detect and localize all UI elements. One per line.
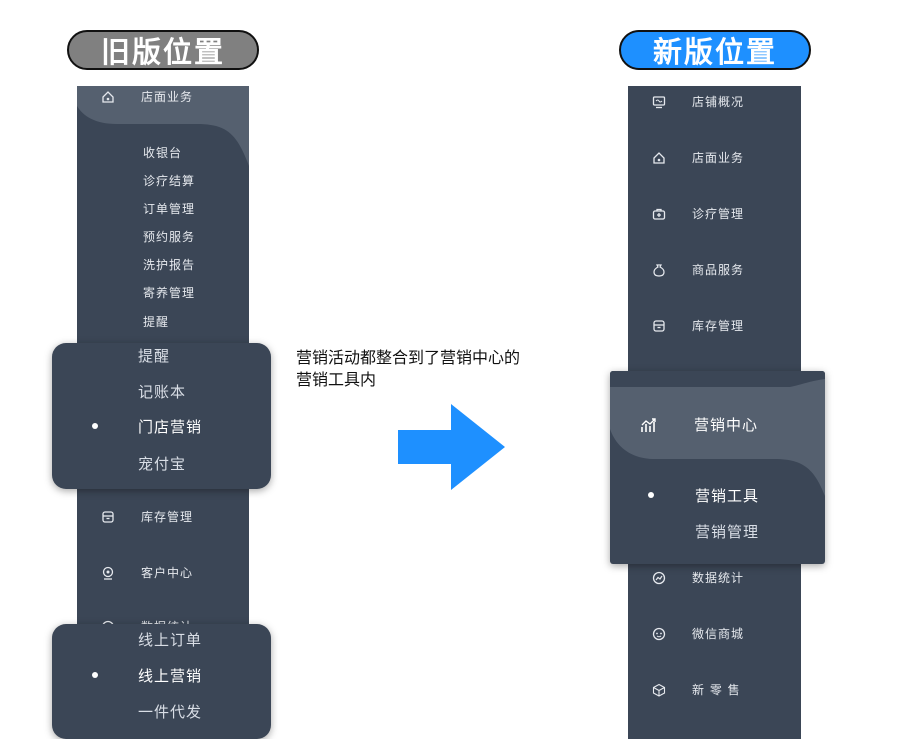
old-sidebar-item-customers[interactable]: 客户中心 <box>101 564 193 581</box>
bag-icon <box>652 263 666 277</box>
popup-item-account-book[interactable]: 记账本 <box>138 383 187 401</box>
active-dot <box>648 492 654 498</box>
old-popup-online-menu: 线上订单 线上营销 一件代发 <box>52 624 271 739</box>
chart-icon <box>652 571 666 585</box>
box-icon <box>101 510 115 524</box>
new-sidebar-item-inventory[interactable]: 库存管理 <box>652 317 744 334</box>
new-sidebar-item-store-label: 店面业务 <box>692 151 745 165</box>
old-subitem-cashier[interactable]: 收银台 <box>143 146 183 160</box>
old-popup-store-menu: 提醒 记账本 门店营销 宠付宝 <box>52 343 271 489</box>
popup-item-online-marketing[interactable]: 线上营销 <box>138 667 203 685</box>
new-sidebar-item-marketing-center-label: 营销中心 <box>694 416 759 434</box>
cube-icon <box>652 683 666 697</box>
old-subitem-appointments[interactable]: 预约服务 <box>143 230 196 244</box>
new-sidebar-item-new-retail-label: 新 零 售 <box>692 683 741 697</box>
old-subitem-grooming-report[interactable]: 洗护报告 <box>143 258 196 272</box>
new-sidebar-item-treatment[interactable]: 诊疗管理 <box>652 205 744 222</box>
subitem-marketing-tools[interactable]: 营销工具 <box>695 487 760 505</box>
arrow-right-icon <box>398 404 505 490</box>
new-version-label-text: 新版位置 <box>652 35 777 69</box>
medical-kit-icon <box>652 207 666 221</box>
new-sidebar-item-statistics-label: 数据统计 <box>692 571 745 585</box>
house-icon <box>101 90 115 104</box>
monitor-icon <box>652 95 666 109</box>
new-sidebar-item-overview[interactable]: 店铺概况 <box>652 93 744 110</box>
new-sidebar-item-statistics[interactable]: 数据统计 <box>652 569 744 586</box>
popup-item-pet-pay[interactable]: 宠付宝 <box>138 455 187 473</box>
description-text: 营销活动都整合到了营销中心的 营销工具内 <box>296 347 520 391</box>
old-sidebar-item-store[interactable]: 店面业务 <box>101 88 193 105</box>
trend-chart-icon <box>640 416 658 434</box>
old-subitem-reminder[interactable]: 提醒 <box>143 315 170 329</box>
new-sidebar-item-wechat-mall-label: 微信商城 <box>692 627 745 641</box>
old-sidebar-item-inventory-label: 库存管理 <box>141 510 194 524</box>
old-sidebar-item-customers-label: 客户中心 <box>141 566 194 580</box>
description-line-2: 营销工具内 <box>296 370 377 389</box>
house-icon <box>652 151 666 165</box>
popup-item-online-orders[interactable]: 线上订单 <box>138 631 203 649</box>
popup-item-drop-shipping[interactable]: 一件代发 <box>138 703 203 721</box>
new-sidebar-item-store[interactable]: 店面业务 <box>652 149 744 166</box>
new-sidebar-item-marketing-center[interactable]: 营销中心 <box>640 414 758 435</box>
new-popup-marketing-center: 营销中心 营销工具 营销管理 <box>610 371 825 564</box>
new-sidebar-item-new-retail[interactable]: 新 零 售 <box>652 681 741 698</box>
active-dot <box>92 423 98 429</box>
description-line-1: 营销活动都整合到了营销中心的 <box>296 348 521 367</box>
new-sidebar-item-wechat-mall[interactable]: 微信商城 <box>652 625 744 642</box>
popup-item-reminder[interactable]: 提醒 <box>138 347 171 365</box>
old-version-label: 旧版位置 <box>67 30 259 70</box>
old-sidebar-item-store-label: 店面业务 <box>141 90 194 104</box>
old-subitem-boarding[interactable]: 寄养管理 <box>143 286 196 300</box>
box-icon <box>652 319 666 333</box>
old-header-highlight <box>77 86 249 166</box>
new-sidebar-item-products[interactable]: 商品服务 <box>652 261 744 278</box>
new-version-label: 新版位置 <box>619 30 811 70</box>
new-sidebar-item-inventory-label: 库存管理 <box>692 319 745 333</box>
old-subitem-treatment-settlement[interactable]: 诊疗结算 <box>143 174 196 188</box>
customer-icon <box>101 566 115 580</box>
new-sidebar-item-products-label: 商品服务 <box>692 263 745 277</box>
marketing-header-highlight <box>610 371 825 496</box>
old-version-label-text: 旧版位置 <box>100 35 225 69</box>
active-dot <box>92 672 98 678</box>
popup-item-store-marketing[interactable]: 门店营销 <box>138 418 203 436</box>
subitem-marketing-management[interactable]: 营销管理 <box>695 523 760 541</box>
old-sidebar-item-inventory[interactable]: 库存管理 <box>101 508 193 525</box>
new-sidebar-item-overview-label: 店铺概况 <box>692 95 745 109</box>
wechat-icon <box>652 627 666 641</box>
old-subitem-orders[interactable]: 订单管理 <box>143 202 196 216</box>
new-sidebar-item-treatment-label: 诊疗管理 <box>692 207 745 221</box>
